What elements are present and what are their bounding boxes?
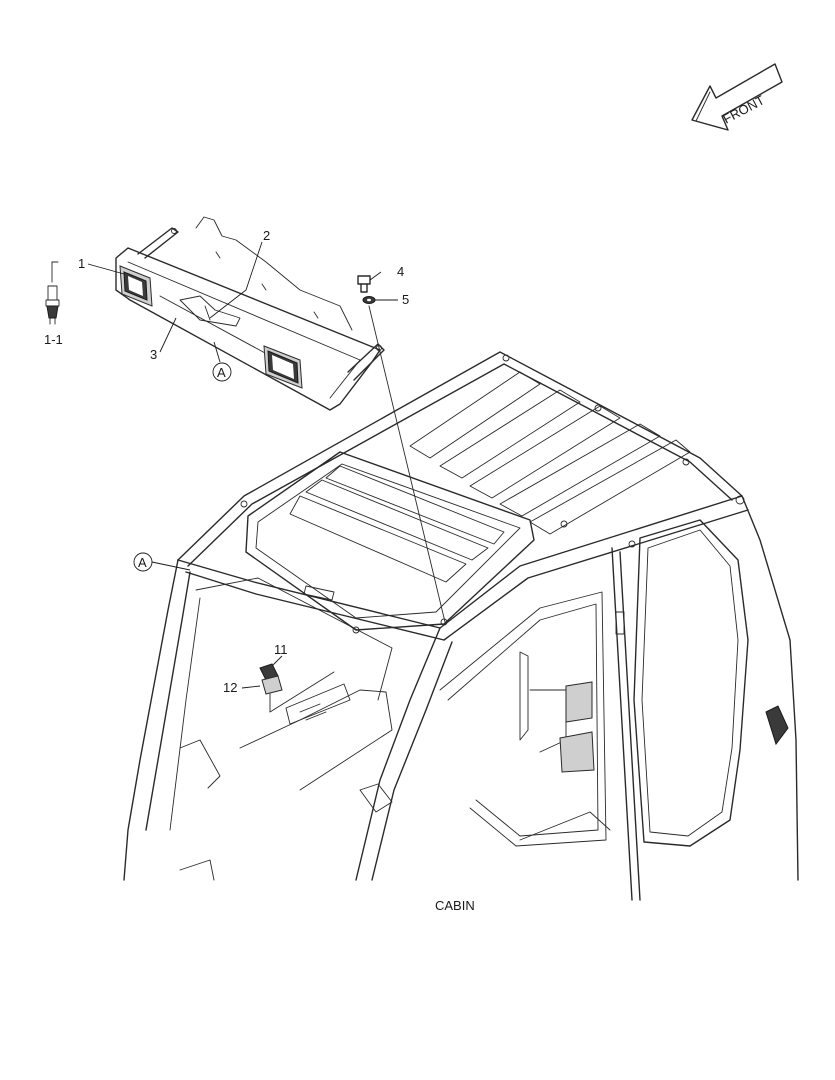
cabin-body: [123, 351, 799, 901]
callout-1: 1: [78, 256, 85, 271]
callout-1-1: 1-1: [44, 332, 63, 347]
front-arrow: FRONT: [691, 63, 783, 131]
work-lamp-right: [263, 345, 303, 389]
halogen-bulb: [45, 261, 60, 325]
cabin-interior: [179, 651, 595, 791]
callout-3: 3: [150, 347, 157, 362]
washer: [362, 296, 376, 304]
reference-marker-a-top: A: [212, 362, 232, 382]
reference-marker-a-cabin: A: [133, 552, 153, 572]
roof-window: [245, 451, 535, 631]
front-label: FRONT: [720, 92, 767, 126]
wire-harness: [195, 216, 353, 331]
light-switch: [259, 663, 335, 713]
bolt: [357, 275, 371, 293]
callout-2: 2: [263, 228, 270, 243]
cabin-door: [611, 519, 789, 901]
light-bar-assembly: [115, 216, 385, 411]
svg-text:A: A: [138, 555, 147, 570]
svg-text:A: A: [217, 365, 226, 380]
callout-11: 11: [274, 642, 288, 657]
diagram-caption: CABIN: [435, 898, 475, 913]
callout-12: 12: [223, 680, 237, 695]
leader-lines: [87, 241, 398, 689]
callout-4: 4: [397, 264, 404, 279]
roof-slats: [409, 371, 691, 535]
work-lamp-left: [119, 265, 153, 307]
callout-5: 5: [402, 292, 409, 307]
callout-labels: 1 1-1 2 3 4 5 11 12: [44, 228, 409, 695]
